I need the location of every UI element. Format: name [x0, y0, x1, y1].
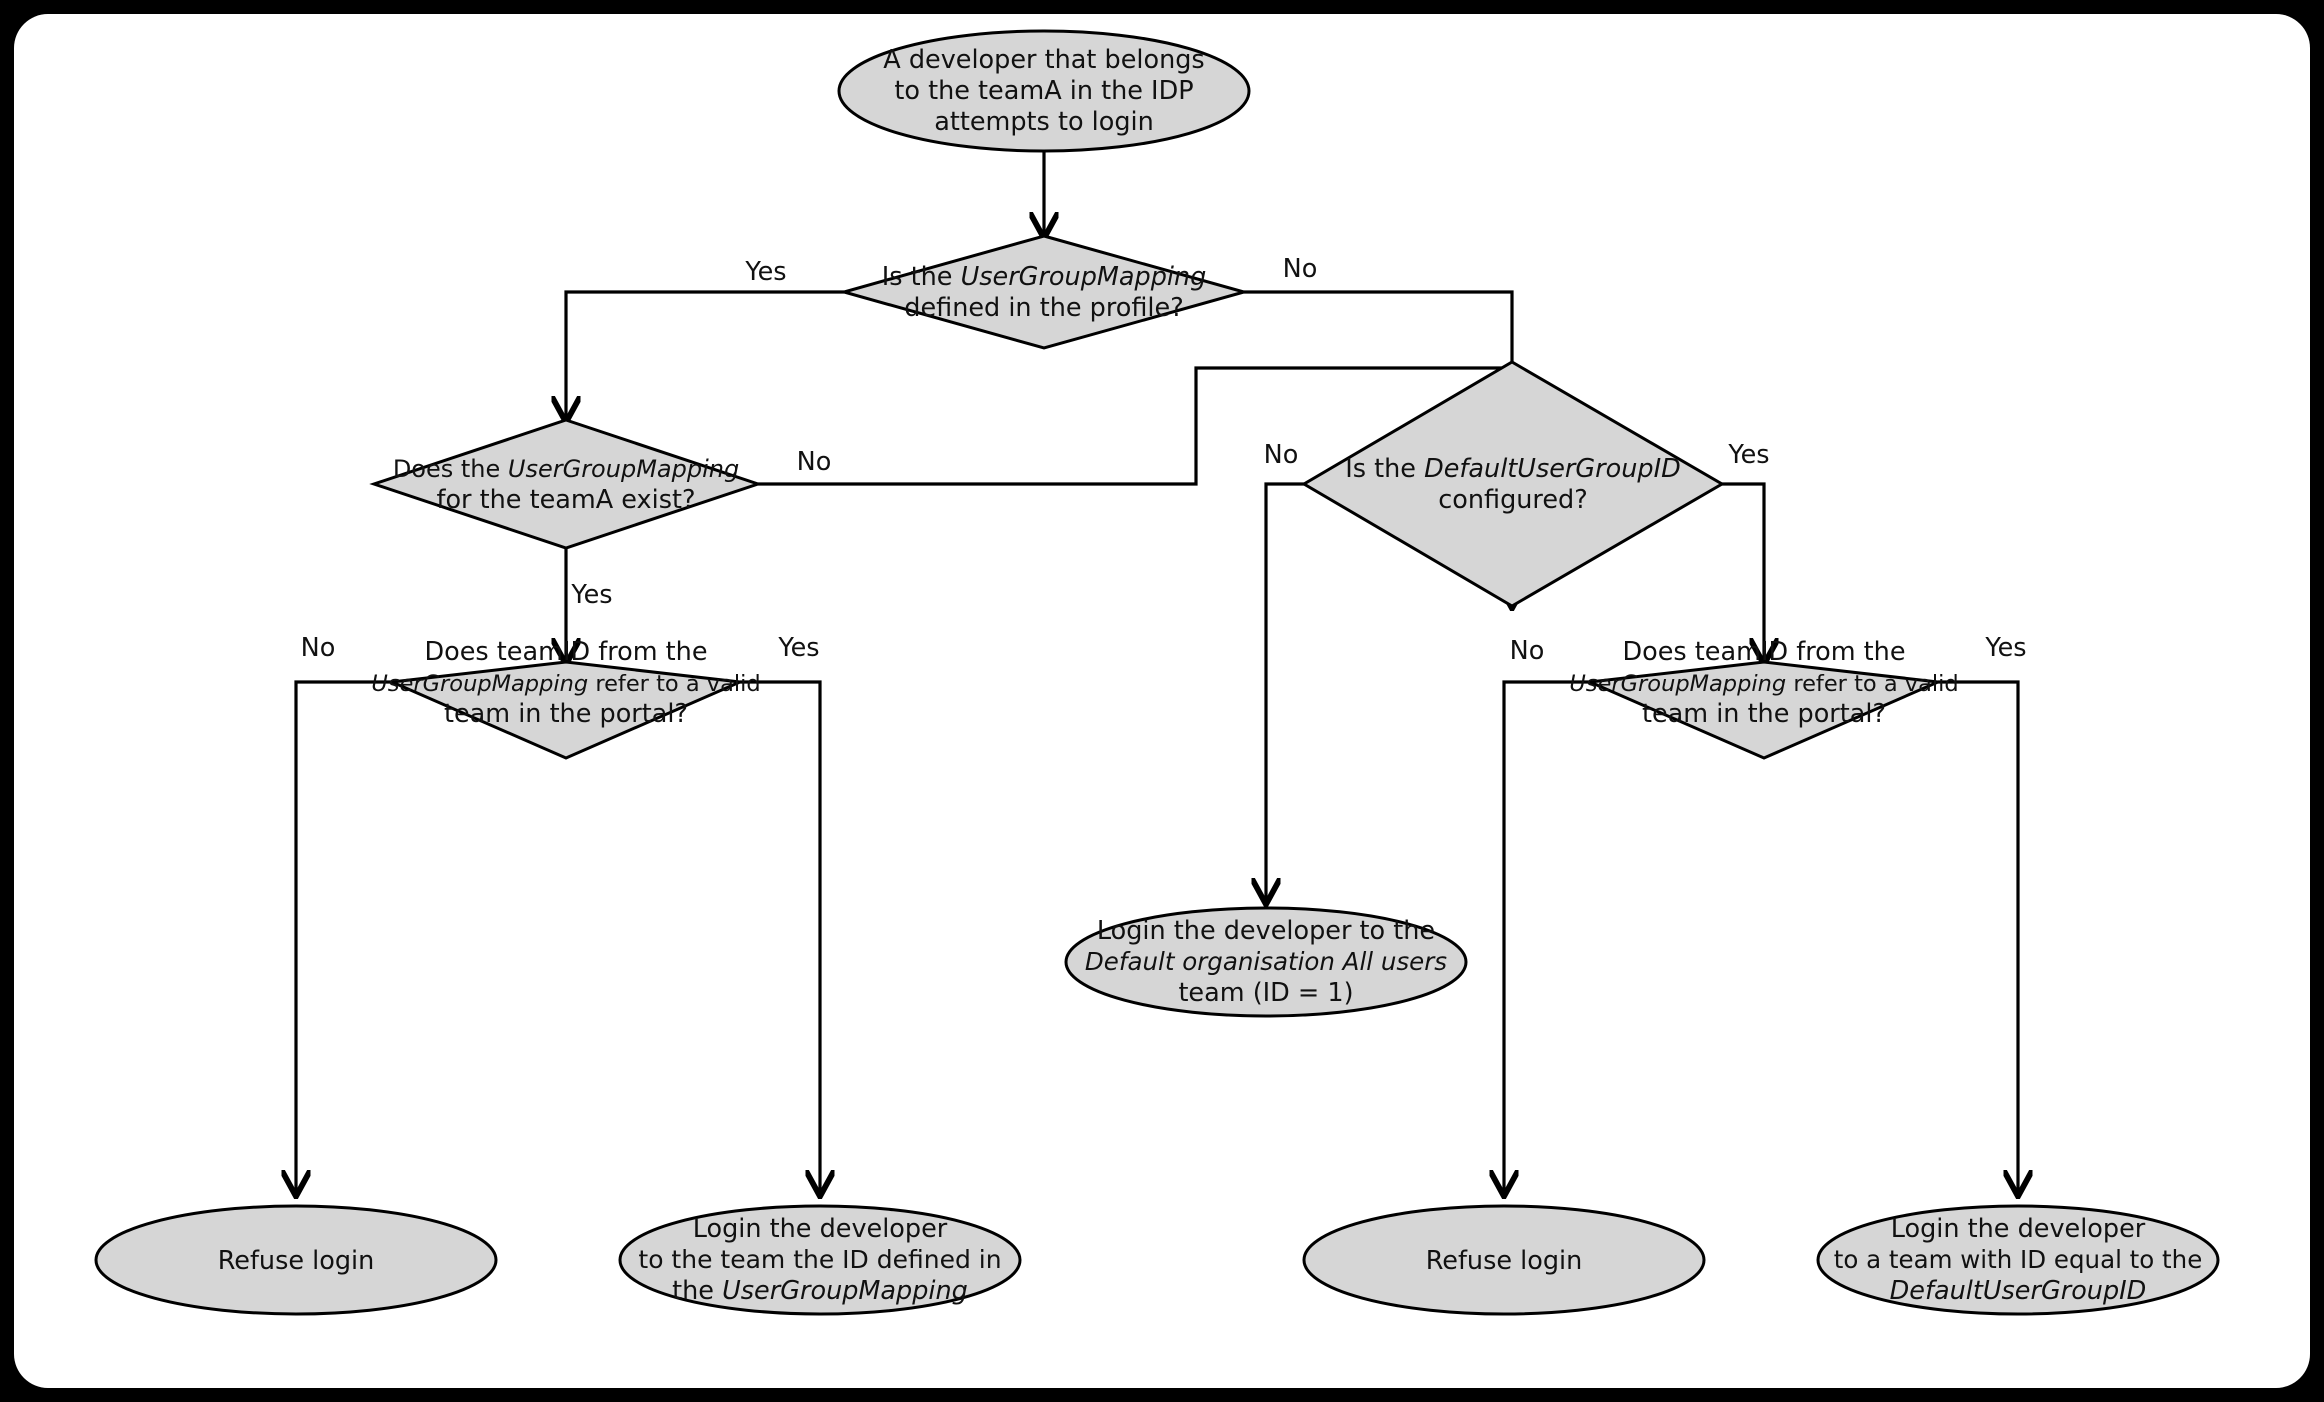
- edge-teamid-right-no: [1504, 680, 1590, 1194]
- refuse-login-left-line-0: Refuse login: [218, 1246, 375, 1276]
- node-refuse-login-right[interactable]: Refuse login: [1302, 1204, 1706, 1316]
- node-login-ugm-team[interactable]: Login the developer to the team the ID d…: [618, 1204, 1022, 1316]
- ugm-teama-line-0: Does the UserGroupMapping: [393, 455, 739, 483]
- start-line-1: to the teamA in the IDP: [894, 76, 1193, 106]
- login-default-id-team-ellipse-shape: [1816, 1204, 2220, 1316]
- edge-label-ugm-defined-yes: Yes: [744, 257, 786, 287]
- edge-label-teamid-left-yes: Yes: [777, 633, 819, 663]
- edge-label-ugm-defined-no: No: [1283, 254, 1318, 284]
- edge-default-ugid-yes: [1722, 482, 1764, 662]
- edge-label-ugm-teama-no: No: [797, 447, 832, 477]
- login-default-org-line-0: Login the developer to the: [1097, 916, 1435, 946]
- refuse-login-right-ellipse-shape: [1302, 1204, 1706, 1316]
- login-default-org-line-1: Default organisation All users: [1085, 947, 1447, 976]
- edge-label-teamid-left-no: No: [301, 633, 336, 663]
- teamid-right-diamond-shape: [1584, 660, 1944, 760]
- edge-label-default-ugid-no: No: [1264, 440, 1299, 470]
- ugm-defined-line-1: defined in the profile?: [904, 293, 1183, 323]
- start-ellipse-shape: [837, 29, 1251, 153]
- teamid-right-line-1: UserGroupMapping refer to a valid: [1569, 671, 1958, 697]
- edge-ugm-defined-yes: [566, 290, 844, 420]
- diagram-surface: Yes No No Yes No Yes No Yes No Yes A dev…: [14, 14, 2310, 1388]
- ugm-teama-line-1: for the teamA exist?: [436, 485, 695, 515]
- default-ugid-diamond-shape: [1301, 360, 1725, 608]
- node-login-default-id-team[interactable]: Login the developer to a team with ID eq…: [1816, 1204, 2220, 1316]
- edge-ugm-teama-no: [758, 366, 1512, 486]
- edge-label-ugm-teama-yes: Yes: [570, 580, 612, 610]
- flowchart-svg: Yes No No Yes No Yes No Yes No Yes A dev…: [94, 29, 2220, 1316]
- teamid-left-line-0: Does teamID from the: [424, 637, 707, 667]
- ugm-teama-diamond-shape: [369, 418, 763, 550]
- node-start[interactable]: A developer that belongs to the teamA in…: [837, 29, 1251, 153]
- edge-labels-layer: Yes No No Yes No Yes No Yes No Yes: [301, 254, 2027, 666]
- ugm-defined-diamond-shape: [838, 234, 1250, 350]
- edge-label-default-ugid-yes: Yes: [1727, 440, 1769, 470]
- node-refuse-login-left[interactable]: Refuse login: [94, 1204, 498, 1316]
- login-ugm-team-line-0: Login the developer: [693, 1214, 948, 1244]
- login-ugm-team-line-1: to the team the ID defined in: [638, 1245, 1001, 1274]
- login-ugm-team-line-2: the UserGroupMapping: [672, 1276, 968, 1306]
- node-default-usergroupid[interactable]: Is the DefaultUserGroupID configured?: [1301, 360, 1725, 608]
- node-teamid-valid-left[interactable]: Does teamID from the UserGroupMapping re…: [371, 637, 761, 760]
- ugm-defined-line-0: Is the UserGroupMapping: [882, 262, 1207, 292]
- default-ugid-line-0: Is the DefaultUserGroupID: [1345, 454, 1681, 484]
- start-line-0: A developer that belongs: [883, 45, 1204, 75]
- edge-teamid-left-no: [296, 680, 392, 1194]
- edge-teamid-right-yes: [1938, 680, 2018, 1194]
- teamid-right-line-2: team in the portal?: [1642, 699, 1886, 729]
- node-login-default-org[interactable]: Login the developer to the Default organ…: [1064, 906, 1468, 1018]
- login-default-org-line-2: team (ID = 1): [1178, 978, 1353, 1008]
- edge-teamid-left-yes: [740, 680, 820, 1194]
- edge-label-teamid-right-no: No: [1510, 636, 1545, 666]
- teamid-left-diamond-shape: [386, 660, 746, 760]
- login-default-id-team-line-1: to a team with ID equal to the: [1834, 1245, 2203, 1274]
- edge-default-ugid-no: [1266, 482, 1304, 902]
- login-ugm-team-ellipse-shape: [618, 1204, 1022, 1316]
- teamid-right-line-0: Does teamID from the: [1622, 637, 1905, 667]
- node-ugm-teama-exists[interactable]: Does the UserGroupMapping for the teamA …: [369, 418, 763, 550]
- edge-label-teamid-right-yes: Yes: [1984, 633, 2026, 663]
- login-default-org-ellipse-shape: [1064, 906, 1468, 1018]
- refuse-login-right-line-0: Refuse login: [1426, 1246, 1583, 1276]
- login-default-id-team-line-0: Login the developer: [1891, 1214, 2146, 1244]
- refuse-login-left-ellipse-shape: [94, 1204, 498, 1316]
- default-ugid-line-1: configured?: [1438, 485, 1588, 515]
- teamid-left-line-2: team in the portal?: [444, 699, 688, 729]
- node-teamid-valid-right[interactable]: Does teamID from the UserGroupMapping re…: [1569, 637, 1959, 760]
- login-default-id-team-line-2: DefaultUserGroupID: [1890, 1276, 2147, 1306]
- edges-layer: [296, 150, 2018, 1194]
- start-line-2: attempts to login: [934, 107, 1154, 137]
- node-ugm-defined[interactable]: Is the UserGroupMapping defined in the p…: [838, 234, 1250, 350]
- teamid-left-line-1: UserGroupMapping refer to a valid: [371, 671, 760, 697]
